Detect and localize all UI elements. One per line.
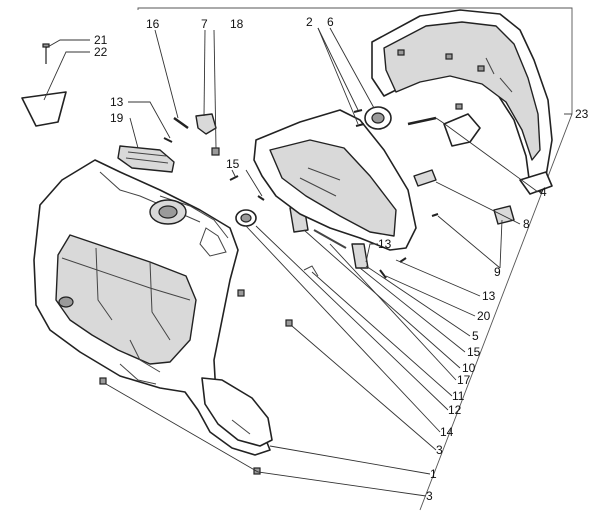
nut-part-18 bbox=[211, 147, 220, 156]
callout-19: 19 bbox=[110, 111, 124, 125]
bolt-strip-part-4 bbox=[407, 116, 437, 126]
callout-13-b: 13 bbox=[378, 237, 392, 251]
callout-8: 8 bbox=[523, 217, 530, 231]
nut-part-3b bbox=[285, 319, 293, 327]
pin-part-16 bbox=[173, 117, 189, 129]
callout-21: 21 bbox=[94, 33, 108, 47]
emblem-part-6 bbox=[364, 106, 392, 130]
clip-part-7 bbox=[195, 113, 217, 135]
callout-14: 14 bbox=[440, 425, 454, 439]
callout-23: 23 bbox=[575, 107, 589, 121]
screw-part-9 bbox=[431, 213, 439, 217]
callout-10: 10 bbox=[462, 361, 476, 375]
callout-12: 12 bbox=[448, 403, 462, 417]
callout-18: 18 bbox=[230, 17, 244, 31]
callout-17: 17 bbox=[457, 373, 471, 387]
callout-22: 22 bbox=[94, 45, 108, 59]
tray-part-22 bbox=[21, 91, 67, 127]
callout-5: 5 bbox=[472, 329, 479, 343]
callout-4: 4 bbox=[540, 185, 547, 199]
nut-part-3c bbox=[99, 377, 107, 385]
nut-part-3a bbox=[237, 289, 245, 297]
callout-3-b: 3 bbox=[426, 489, 433, 503]
screw-part-13b bbox=[399, 257, 407, 263]
outer-leg-shield-part-23 bbox=[371, 9, 553, 195]
callout-15-b: 15 bbox=[467, 345, 481, 359]
callout-9: 9 bbox=[494, 265, 501, 279]
grille-part-19 bbox=[117, 145, 175, 173]
callout-20: 20 bbox=[477, 309, 491, 323]
callout-2: 2 bbox=[306, 15, 313, 29]
callout-labels: 21 22 16 7 18 2 6 13 19 15 23 4 8 9 13 1… bbox=[94, 15, 589, 503]
bracket-part-8 bbox=[413, 169, 437, 187]
screws-left bbox=[163, 137, 265, 201]
callout-6: 6 bbox=[327, 15, 334, 29]
front-shield bbox=[253, 109, 417, 251]
callout-3-a: 3 bbox=[436, 443, 443, 457]
screw-part-2a bbox=[353, 109, 363, 113]
callout-13-c: 13 bbox=[482, 289, 496, 303]
screw-part-21 bbox=[42, 43, 50, 64]
grommet-ring bbox=[235, 209, 257, 227]
filler-ring bbox=[149, 199, 227, 257]
callout-1: 1 bbox=[430, 467, 437, 481]
screw-part-2b bbox=[355, 123, 365, 127]
inner-shield-body bbox=[33, 159, 273, 456]
leader-lines bbox=[43, 27, 572, 497]
callout-15-a: 15 bbox=[226, 157, 240, 171]
callout-13-a: 13 bbox=[110, 95, 124, 109]
assembly-bracket bbox=[137, 7, 573, 511]
callout-11: 11 bbox=[452, 389, 465, 403]
screw-part-13c bbox=[379, 269, 387, 279]
switch-plates bbox=[289, 205, 369, 277]
callout-7: 7 bbox=[201, 17, 208, 31]
bracket-part-9 bbox=[493, 205, 515, 225]
callout-16: 16 bbox=[146, 17, 160, 31]
